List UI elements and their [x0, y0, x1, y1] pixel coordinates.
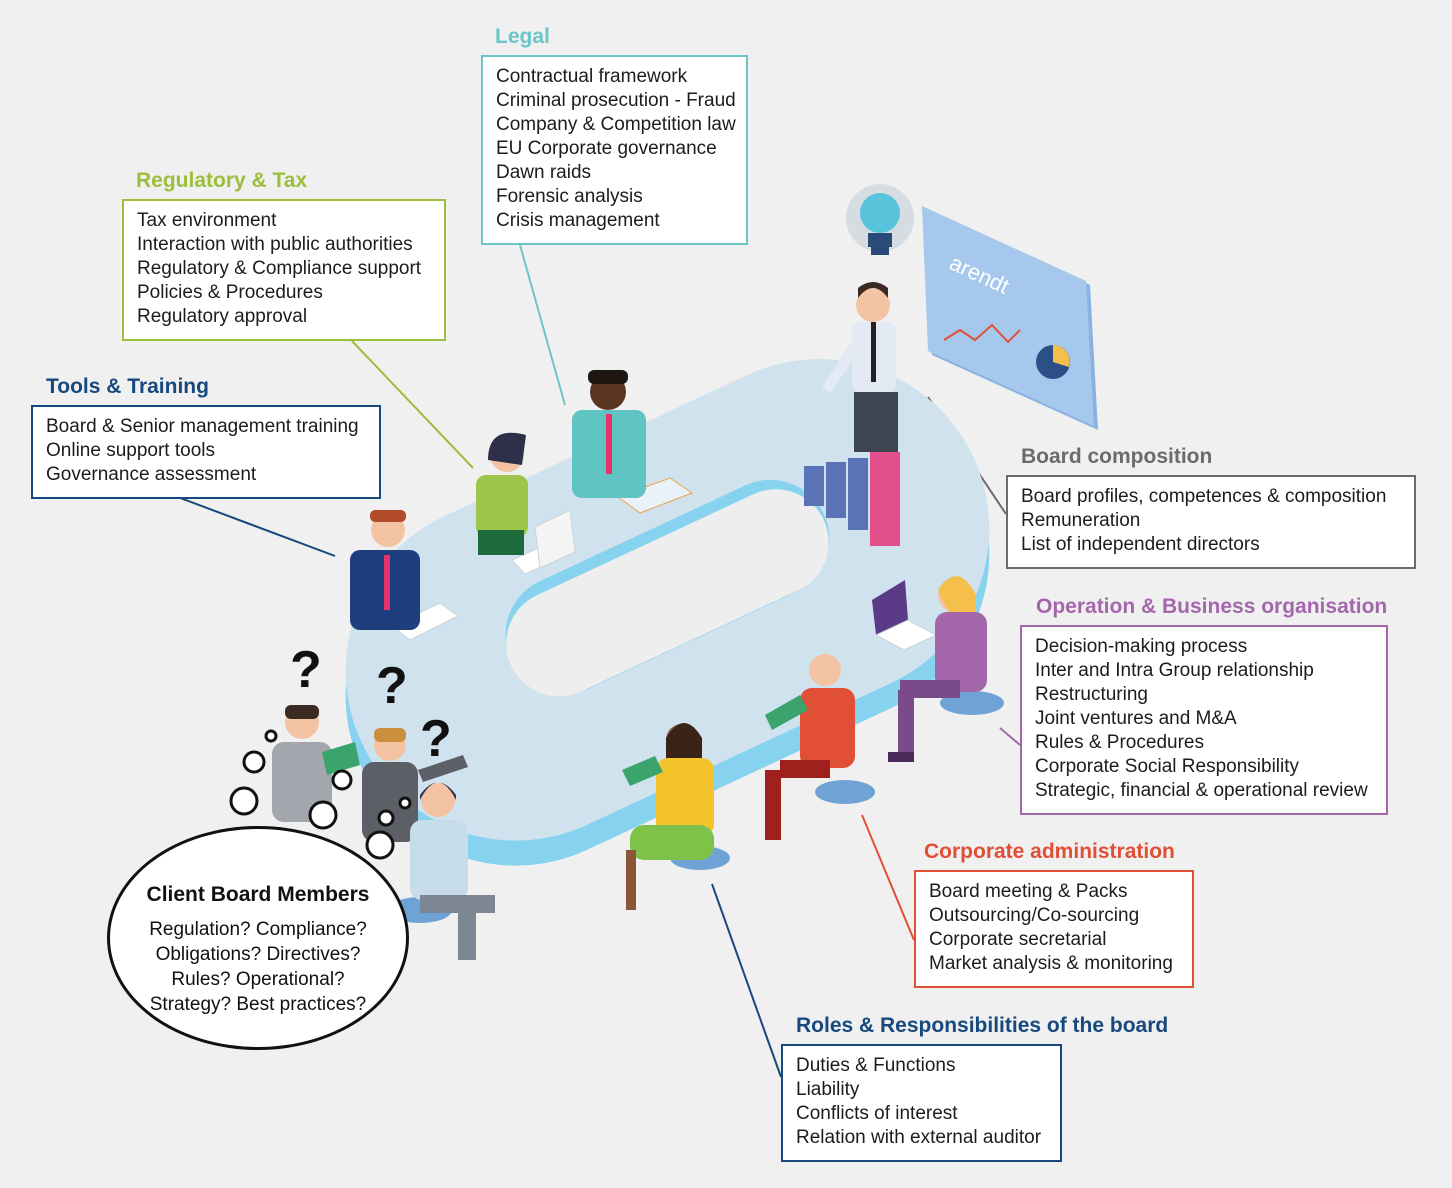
- roles-box: Duties & Functions Liability Conflicts o…: [781, 1044, 1062, 1162]
- regulatory-item: Regulatory & Compliance support: [137, 258, 422, 279]
- operation-item: Joint ventures and M&A: [1035, 708, 1237, 729]
- client-bubble-line: Strategy? Best practices?: [149, 994, 367, 1015]
- operation-item: Rules & Procedures: [1035, 732, 1204, 753]
- regulatory-title: Regulatory & Tax: [136, 169, 308, 192]
- tools-item: Board & Senior management training: [46, 416, 359, 437]
- tools-item: Governance assessment: [46, 464, 257, 485]
- corporate-admin-item: Market analysis & monitoring: [929, 953, 1173, 974]
- client-bubble-line: Regulation? Compliance?: [149, 919, 367, 940]
- presenter-person: [822, 282, 898, 452]
- board-composition-item: List of independent directors: [1021, 534, 1260, 555]
- corporate-admin-group: Corporate administration Board meeting &…: [914, 839, 1194, 988]
- legal-item: EU Corporate governance: [496, 138, 717, 159]
- legal-box: Contractual framework Criminal prosecuti…: [481, 55, 748, 245]
- regulatory-group: Regulatory & Tax Tax environment Interac…: [122, 168, 446, 341]
- roles-item: Duties & Functions: [796, 1055, 956, 1076]
- attendee-teal-suit: [572, 370, 646, 498]
- operation-connector: [999, 727, 1021, 746]
- corporate-admin-connector: [861, 814, 915, 941]
- roles-title: Roles & Responsibilities of the board: [796, 1014, 1169, 1037]
- regulatory-item: Tax environment: [137, 210, 277, 231]
- regulatory-connector: [351, 340, 474, 469]
- board-composition-box: Board profiles, competences & compositio…: [1006, 475, 1416, 569]
- operation-item: Inter and Intra Group relationship: [1035, 660, 1314, 681]
- attendee-purple-top: [888, 576, 987, 762]
- corporate-admin-item: Board meeting & Packs: [929, 881, 1128, 902]
- operation-group: Operation & Business organisation Decisi…: [1020, 594, 1388, 815]
- client-bubble-line: Obligations? Directives?: [155, 944, 361, 965]
- legal-item: Criminal prosecution - Fraud: [496, 90, 736, 111]
- attendee-yellow-top: [622, 723, 714, 910]
- operation-item: Corporate Social Responsibility: [1035, 756, 1300, 777]
- legal-item: Crisis management: [496, 210, 660, 231]
- legal-item: Forensic analysis: [496, 186, 643, 207]
- regulatory-box: Tax environment Interaction with public …: [122, 199, 446, 341]
- board-composition-group: Board composition Board profiles, compet…: [1006, 444, 1416, 569]
- corporate-admin-box: Board meeting & Packs Outsourcing/Co-sou…: [914, 870, 1194, 988]
- regulatory-item: Interaction with public authorities: [137, 234, 413, 255]
- roles-item: Liability: [796, 1079, 860, 1100]
- roles-group: Roles & Responsibilities of the board Du…: [781, 1013, 1168, 1162]
- question-mark-1: ?: [290, 641, 322, 699]
- question-mark-3: ?: [420, 710, 452, 768]
- regulatory-item: Policies & Procedures: [137, 282, 323, 303]
- legal-item: Contractual framework: [496, 66, 688, 87]
- operation-item: Strategic, financial & operational revie…: [1035, 780, 1368, 801]
- legal-item: Dawn raids: [496, 162, 592, 183]
- attendee-red-top: [765, 654, 855, 840]
- thought-bubble-dots: [229, 729, 412, 860]
- client-bubble-line: Rules? Operational?: [171, 969, 345, 990]
- corporate-admin-title: Corporate administration: [924, 840, 1175, 863]
- table-bar-chart: [804, 452, 900, 546]
- tools-item: Online support tools: [46, 440, 215, 461]
- legal-item: Company & Competition law: [496, 114, 736, 135]
- board-composition-title: Board composition: [1021, 445, 1213, 468]
- tools-connector: [174, 495, 336, 557]
- attendee-blue-suit: [350, 510, 420, 630]
- client-board-members-bubble: Client Board Members Regulation? Complia…: [107, 826, 409, 1050]
- client-board-members-group: [272, 705, 495, 960]
- roles-connector: [711, 883, 782, 1078]
- operation-title: Operation & Business organisation: [1036, 595, 1388, 618]
- board-composition-item: Board profiles, competences & compositio…: [1021, 486, 1387, 507]
- corporate-admin-item: Outsourcing/Co-sourcing: [929, 905, 1140, 926]
- corporate-admin-item: Corporate secretarial: [929, 929, 1107, 950]
- operation-item: Restructuring: [1035, 684, 1148, 705]
- legal-group: Legal Contractual framework Criminal pro…: [481, 24, 748, 245]
- lightbulb-icon: [846, 184, 914, 255]
- roles-item: Relation with external auditor: [796, 1127, 1042, 1148]
- operation-box: Decision-making process Inter and Intra …: [1020, 625, 1388, 815]
- regulatory-item: Regulatory approval: [137, 306, 308, 327]
- presentation-screen: arendt: [922, 206, 1098, 430]
- question-mark-2: ?: [376, 657, 408, 715]
- legal-connector: [519, 244, 566, 406]
- client-bubble-title: Client Board Members: [146, 883, 370, 906]
- attendee-green-top: [476, 432, 528, 555]
- board-composition-item: Remuneration: [1021, 510, 1141, 531]
- legal-title: Legal: [495, 25, 550, 48]
- tools-box: Board & Senior management training Onlin…: [31, 405, 381, 499]
- roles-item: Conflicts of interest: [796, 1103, 958, 1124]
- operation-item: Decision-making process: [1035, 636, 1248, 657]
- tools-group: Tools & Training Board & Senior manageme…: [31, 374, 381, 499]
- tools-title: Tools & Training: [46, 375, 209, 398]
